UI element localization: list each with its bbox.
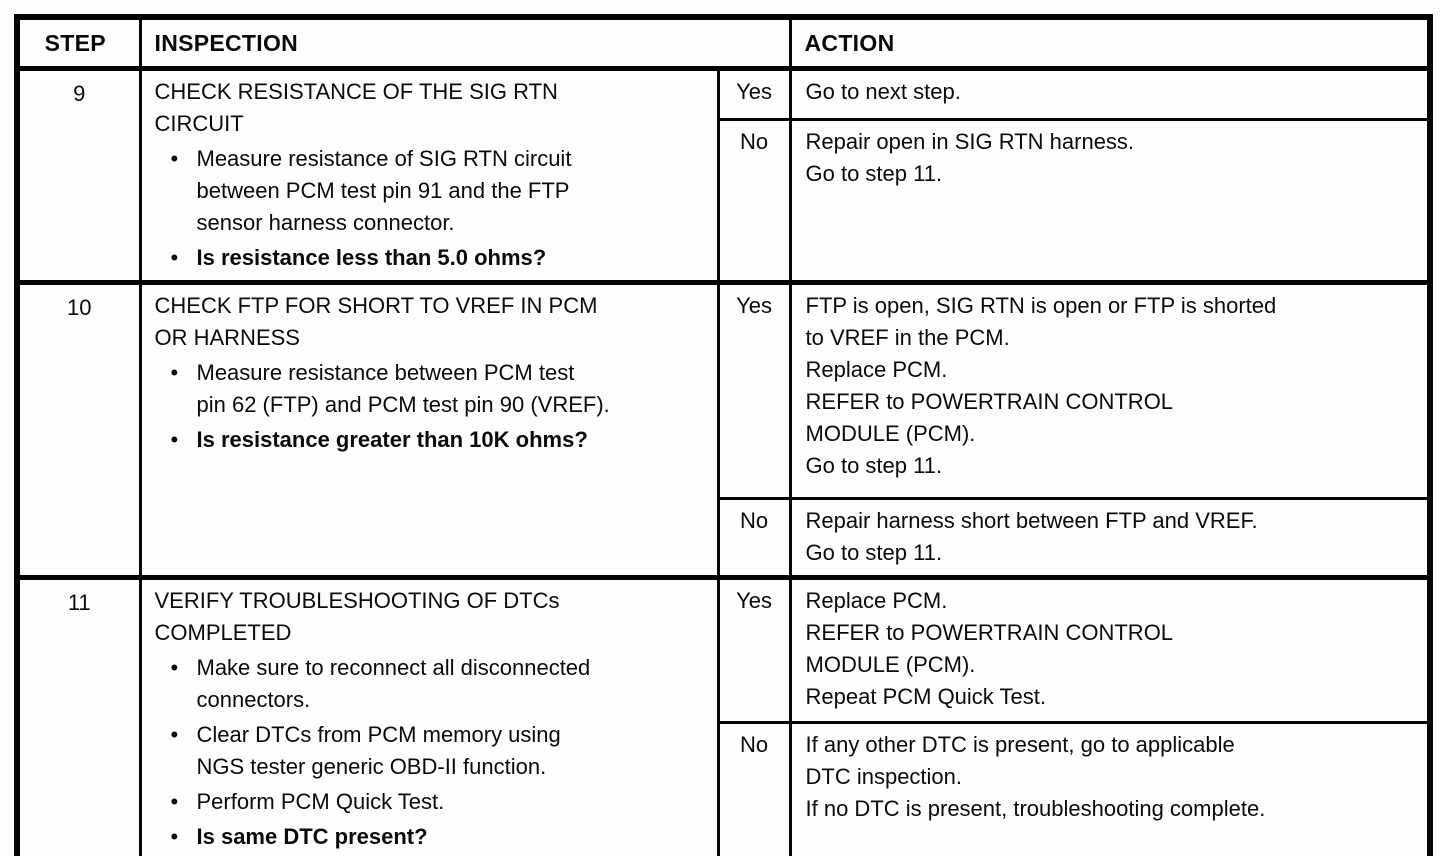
action-text: Repair harness short between FTP and VRE…	[805, 508, 1258, 565]
action-cell: Repair open in SIG RTN harness. Go to st…	[788, 117, 1432, 285]
answer-no-cell: No	[716, 497, 792, 579]
step-number: 10	[15, 280, 142, 579]
step-number: 9	[15, 66, 142, 284]
action-text: Repair open in SIG RTN harness. Go to st…	[805, 128, 1135, 186]
bullet-text: Clear DTCs from PCM memory using NGS tes…	[196, 722, 561, 779]
inspection-question-bullet: • Is resistance less than 5.0 ohms?	[155, 242, 707, 274]
column-header-inspection: INSPECTION	[138, 14, 792, 71]
bullet-text: Make sure to reconnect all disconnected …	[196, 655, 591, 712]
inspection-cell: VERIFY TROUBLESHOOTING OF DTCs COMPLETED…	[138, 575, 720, 856]
column-header-action: ACTION	[788, 14, 1432, 71]
bullet-text: Measure resistance of SIG RTN circuit be…	[196, 146, 572, 235]
inspection-bullet: • Make sure to reconnect all disconnecte…	[155, 652, 707, 716]
bullet-icon: •	[170, 360, 179, 385]
action-text: Replace PCM. REFER to POWERTRAIN CONTROL…	[805, 588, 1174, 709]
inspection-bullet: • Measure resistance between PCM test pi…	[155, 357, 707, 421]
bullet-text: Perform PCM Quick Test.	[196, 789, 445, 814]
action-cell: Repair harness short between FTP and VRE…	[788, 497, 1432, 579]
answer-no-cell: No	[716, 720, 792, 856]
diagnostic-troubleshooting-table: STEP INSPECTION ACTION 9 CHECK RESISTANC…	[14, 14, 1434, 856]
action-cell: FTP is open, SIG RTN is open or FTP is s…	[788, 280, 1432, 500]
action-cell: Replace PCM. REFER to POWERTRAIN CONTROL…	[788, 575, 1432, 724]
answer-yes-cell: Yes	[716, 66, 792, 121]
bullet-icon: •	[170, 789, 179, 814]
bullet-text: Is same DTC present?	[196, 824, 428, 849]
inspection-bullet: • Clear DTCs from PCM memory using NGS t…	[155, 719, 707, 783]
inspection-title: VERIFY TROUBLESHOOTING OF DTCs COMPLETED	[154, 588, 560, 645]
inspection-question-bullet: • Is resistance greater than 10K ohms?	[155, 424, 707, 456]
inspection-bullet: • Measure resistance of SIG RTN circuit …	[155, 143, 707, 239]
bullet-icon: •	[170, 655, 179, 680]
inspection-bullet: • Perform PCM Quick Test.	[155, 786, 707, 818]
column-header-step: STEP	[15, 14, 142, 71]
bullet-icon: •	[170, 245, 179, 270]
step-number: 11	[15, 575, 142, 856]
answer-yes-cell: Yes	[716, 280, 792, 500]
answer-yes-cell: Yes	[716, 575, 792, 724]
action-text: FTP is open, SIG RTN is open or FTP is s…	[805, 293, 1277, 478]
action-cell: If any other DTC is present, go to appli…	[788, 720, 1432, 856]
inspection-question-bullet: • Is same DTC present?	[155, 821, 707, 853]
action-cell: Go to next step.	[788, 66, 1432, 121]
bullet-text: Is resistance greater than 10K ohms?	[196, 427, 588, 452]
action-text: If any other DTC is present, go to appli…	[805, 731, 1266, 821]
bullet-text: Measure resistance between PCM test pin …	[196, 360, 610, 417]
bullet-icon: •	[170, 722, 179, 747]
bullet-text: Is resistance less than 5.0 ohms?	[196, 245, 547, 270]
action-text: Go to next step.	[805, 79, 961, 104]
bullet-icon: •	[170, 427, 179, 452]
bullet-icon: •	[170, 146, 179, 171]
inspection-title: CHECK FTP FOR SHORT TO VREF IN PCM OR HA…	[154, 293, 598, 350]
bullet-icon: •	[170, 824, 179, 849]
inspection-title: CHECK RESISTANCE OF THE SIG RTN CIRCUIT	[154, 79, 558, 136]
inspection-cell: CHECK RESISTANCE OF THE SIG RTN CIRCUIT …	[138, 66, 720, 284]
answer-no-cell: No	[716, 117, 792, 285]
inspection-cell: CHECK FTP FOR SHORT TO VREF IN PCM OR HA…	[138, 280, 720, 579]
